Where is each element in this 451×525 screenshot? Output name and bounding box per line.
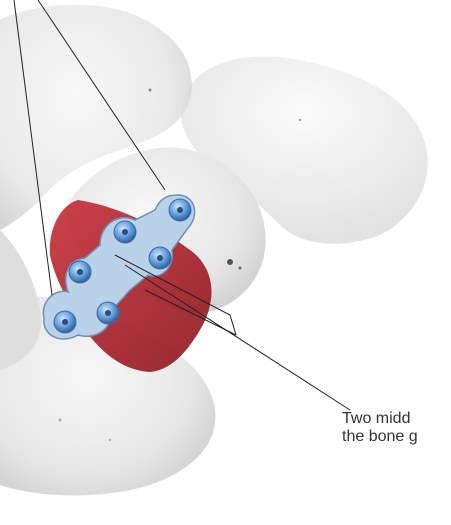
screw-center [62, 319, 68, 325]
caption-line-2: the bone g [342, 428, 418, 446]
screw-center [105, 310, 111, 316]
screw-center [77, 269, 83, 275]
screw-center [157, 255, 163, 261]
bone-pore [149, 89, 152, 92]
bone-pore [239, 267, 242, 270]
screw-center [122, 229, 128, 235]
bone-pore [299, 119, 301, 121]
caption: Two midd the bone g [342, 410, 418, 446]
bone-pore [227, 259, 233, 265]
bone-pore [59, 419, 62, 422]
bone-pore [109, 439, 111, 441]
screw-center [177, 207, 183, 213]
caption-line-1: Two midd [342, 410, 418, 428]
